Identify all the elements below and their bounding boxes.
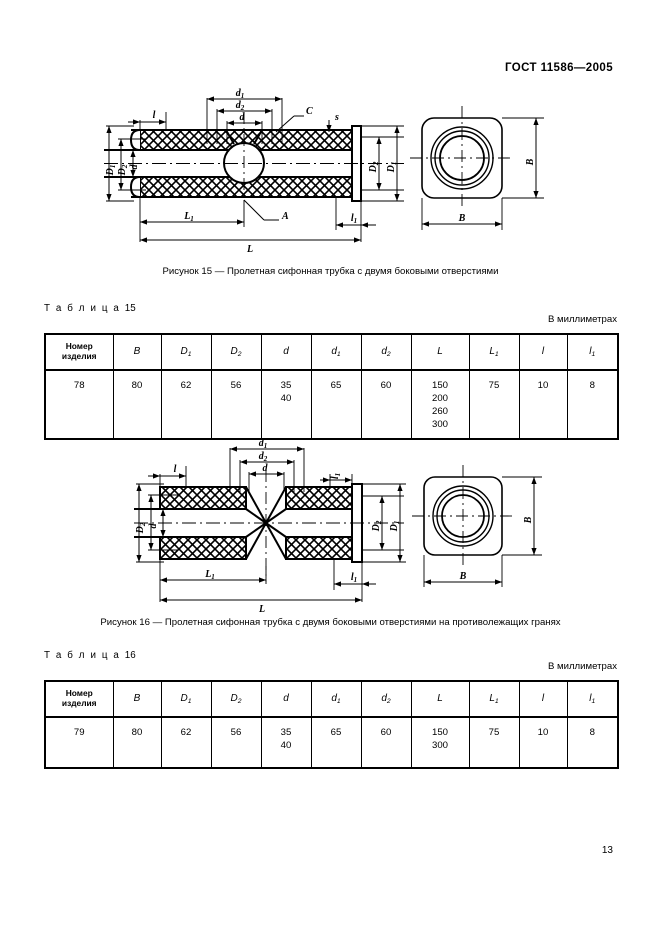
fig15-label-B-vertical: B (525, 158, 536, 166)
fig16-label-D1-right: D1 (389, 521, 401, 533)
cell-D2: 56 (210, 716, 262, 769)
table-16-title-number: 16 (124, 650, 136, 661)
fig16-label-D2-right: D2 (371, 520, 383, 532)
fig15-label-D1-left: D1 (105, 165, 117, 177)
cell-d: 35 40 (260, 716, 312, 769)
cell-L: 150 200 260 300 (410, 369, 470, 440)
table-16-col-L: L (410, 680, 470, 718)
fig16-label-d2: d2 (259, 451, 268, 463)
fig16-label-d-top: d (263, 463, 269, 474)
figure-16-drawing: d1 d2 d l l1 L1 l1 L D2 d D2 D1 B B (134, 432, 564, 612)
fig15-label-L: L (246, 244, 253, 255)
cell-l: 10 (518, 716, 568, 769)
table-15-col-D1: D1 (160, 333, 212, 371)
fig15-label-l: l (153, 110, 156, 121)
table-15-col-L: L (410, 333, 470, 371)
table-16-col-L1: L1 (468, 680, 520, 718)
fig15-label-D2-right: D2 (368, 161, 380, 173)
cell-l: 10 (518, 369, 568, 440)
figure-15-drawing: d1 d2 d l C s A L1 l1 L D1 D2 d D2 D1 B … (104, 82, 564, 257)
fig16-label-d1: d1 (259, 438, 268, 450)
fig15-label-s: s (334, 112, 339, 123)
fig16-label-L: L (258, 604, 265, 612)
cell-d2: 60 (360, 716, 412, 769)
table-16-col-l1: l1 (566, 680, 619, 718)
table-row: 79 80 62 56 35 40 65 60 150 300 75 10 8 (44, 716, 619, 769)
cell-d: 35 40 (260, 369, 312, 440)
table-16-col-d: d (260, 680, 312, 718)
table-15-units-note: В миллиметрах (547, 314, 617, 325)
table-row: 78 80 62 56 35 40 65 60 150 200 260 300 … (44, 369, 619, 440)
cell-number: 78 (44, 369, 114, 440)
standard-header: ГОСТ 11586—2005 (505, 62, 613, 74)
cell-d1: 65 (310, 369, 362, 440)
cell-D1: 62 (160, 369, 212, 440)
table-16-col-d2: d2 (360, 680, 412, 718)
table-16-col-D1: D1 (160, 680, 212, 718)
table-15-col-l: l (518, 333, 568, 371)
table-16-col-D2: D2 (210, 680, 262, 718)
table-16-col-d1: d1 (310, 680, 362, 718)
fig15-label-B-horizontal: B (458, 213, 466, 224)
table-15-col-d2: d2 (360, 333, 412, 371)
fig16-label-d-left: d (148, 523, 159, 529)
fig15-label-D2-left: D2 (117, 164, 129, 176)
fig15-label-L1: L1 (183, 211, 194, 223)
cell-B: 80 (112, 369, 162, 440)
fig16-label-D2-left: D2 (135, 522, 147, 534)
cell-D1: 62 (160, 716, 212, 769)
fig15-label-c: C (306, 106, 313, 117)
fig16-label-l1-bottom: l1 (351, 572, 357, 584)
fig16-label-l: l (174, 464, 177, 475)
table-15-title: Т а б л и ц а 15 (44, 303, 136, 314)
fig15-label-D1-right: D1 (386, 162, 398, 174)
table-16-title: Т а б л и ц а 16 (44, 650, 136, 661)
table-16-col-B: B (112, 680, 162, 718)
cell-L: 150 300 (410, 716, 470, 769)
cell-B: 80 (112, 716, 162, 769)
cell-d2: 60 (360, 369, 412, 440)
table-15-col-L1: L1 (468, 333, 520, 371)
table-15-col-d: d (260, 333, 312, 371)
table-16-title-prefix: Т а б л и ц а (44, 650, 121, 661)
cell-l1: 8 (566, 369, 619, 440)
cell-l1: 8 (566, 716, 619, 769)
table-15-title-number: 15 (124, 303, 136, 314)
fig15-label-d1: d1 (236, 88, 245, 100)
fig15-label-d2: d2 (236, 100, 245, 112)
cell-L1: 75 (468, 716, 520, 769)
figure-15-caption: Рисунок 15 — Пролетная сифонная трубка с… (162, 266, 499, 277)
cell-D2: 56 (210, 369, 262, 440)
table-15-col-B: B (112, 333, 162, 371)
fig15-label-l1: l1 (351, 213, 357, 225)
cell-number: 79 (44, 716, 114, 769)
table-15-col-D2: D2 (210, 333, 262, 371)
figure-16-svg: d1 d2 d l l1 L1 l1 L D2 d D2 D1 B B (134, 438, 542, 612)
table-16-units-note: В миллиметрах (547, 661, 617, 672)
cell-d1: 65 (310, 716, 362, 769)
page-number: 13 (601, 845, 613, 856)
figure-15-svg: d1 d2 d l C s A L1 l1 L D1 D2 d D2 D1 B … (104, 88, 544, 255)
figure-16-caption: Рисунок 16 — Пролетная сифонная трубка с… (100, 617, 561, 628)
fig16-label-B-horizontal: B (459, 571, 467, 582)
table-16-col-l: l (518, 680, 568, 718)
fig16-label-L1: L1 (204, 569, 215, 581)
fig15-label-d-top: d (240, 112, 246, 123)
table-15-col-l1: l1 (566, 333, 619, 371)
table-15-title-prefix: Т а б л и ц а (44, 303, 121, 314)
fig16-label-l1-top: l1 (330, 473, 342, 479)
fig15-label-a: A (281, 211, 289, 222)
table-15-col-d1: d1 (310, 333, 362, 371)
fig15-label-d-left: d (129, 164, 140, 170)
cell-L1: 75 (468, 369, 520, 440)
fig16-label-B-vertical: B (523, 516, 534, 524)
